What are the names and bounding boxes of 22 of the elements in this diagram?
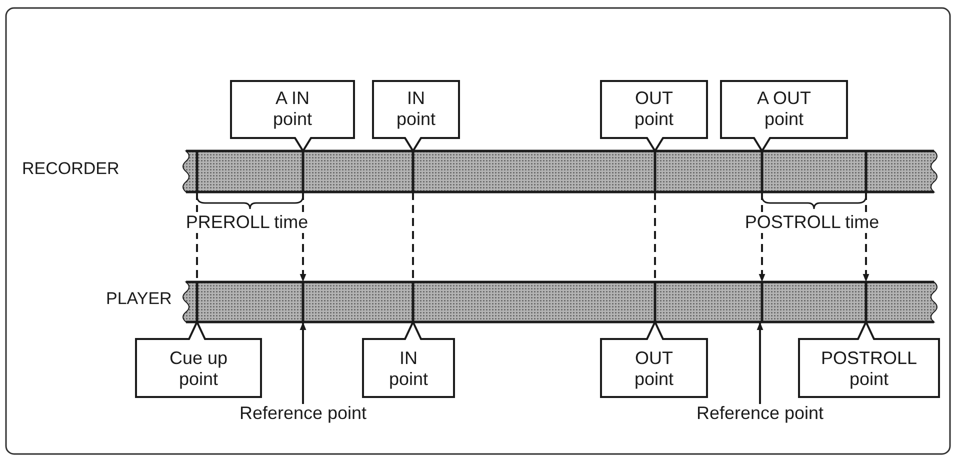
tape-label: PLAYER xyxy=(106,289,172,309)
callout-box xyxy=(135,322,262,398)
callout-box xyxy=(720,80,848,151)
callout-text: IN point xyxy=(395,88,437,130)
reference-label: Reference point xyxy=(239,403,367,424)
reference-arrow xyxy=(300,322,306,404)
callout-box xyxy=(600,322,708,398)
callout-box xyxy=(362,322,455,398)
tape-label: RECORDER xyxy=(22,159,120,179)
callout-box xyxy=(600,80,708,151)
callout-box xyxy=(372,80,460,151)
callout-text: A IN point xyxy=(272,88,314,130)
callout-text: A OUT point xyxy=(756,88,812,130)
callout-text: IN point xyxy=(388,348,430,390)
reference-arrow xyxy=(756,322,764,404)
callout-box xyxy=(230,80,355,151)
callout-text: OUT point xyxy=(633,88,675,130)
callout-text: Cue up point xyxy=(168,348,229,390)
callout-text: POSTROLL point xyxy=(820,348,918,390)
callout-box xyxy=(798,322,940,398)
callout-text: OUT point xyxy=(633,348,675,390)
reference-label: Reference point xyxy=(696,403,824,424)
